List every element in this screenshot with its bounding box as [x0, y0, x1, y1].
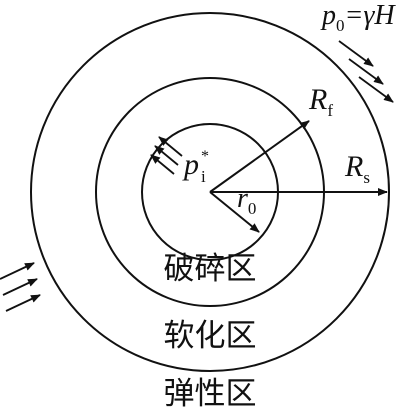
tunnel-radius-arrow [209, 191, 260, 233]
far-field-pressure-arrow-1 [338, 40, 374, 67]
elastic-boundary-circle [30, 12, 390, 372]
support-pressure-arrow-2 [154, 145, 179, 166]
support-pressure-label: p*i [182, 148, 209, 186]
tunnel-radius-label: r0 [237, 183, 256, 218]
far-field-pressure-arrow-6 [5, 294, 41, 312]
far-field-pressure-arrow-5 [2, 278, 38, 296]
broken-zone-label: 破碎区 [164, 251, 257, 287]
elastic-zone-label: 弹性区 [164, 376, 257, 412]
support-pressure-arrow-3 [150, 154, 175, 175]
plastic-radius-label: Rs [344, 150, 370, 187]
softening-radius-arrow [209, 120, 310, 193]
support-pressure-arrow-1 [158, 136, 183, 157]
far-field-pressure-label: p0=γH [320, 0, 396, 35]
softening-zone-label: 软化区 [164, 318, 257, 354]
softening-radius-label: Rf [308, 83, 333, 120]
far-field-pressure-arrow-3 [358, 76, 394, 103]
far-field-pressure-arrow-4 [0, 262, 35, 280]
far-field-pressure-arrow-2 [348, 58, 384, 85]
